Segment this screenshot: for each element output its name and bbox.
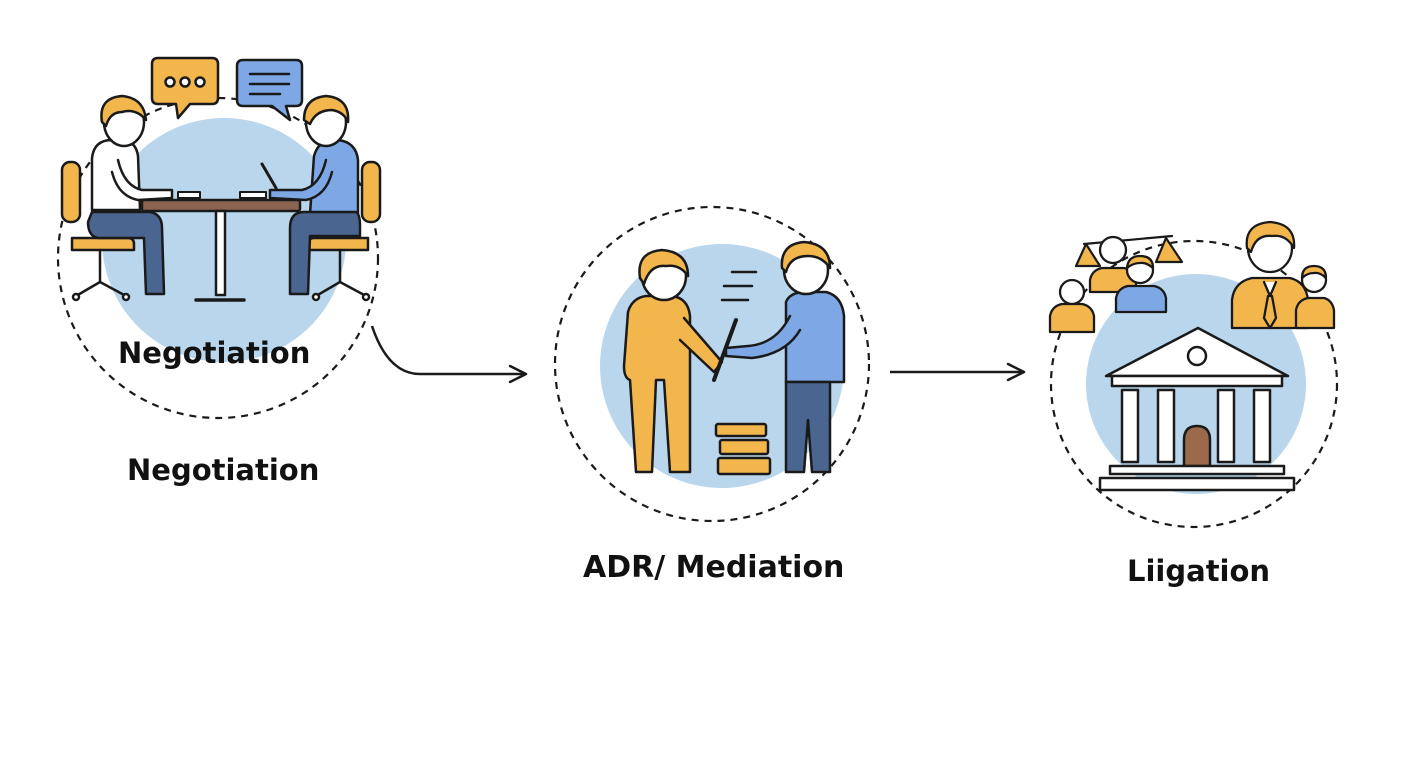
speech-bubble-lines-icon xyxy=(235,58,304,122)
negotiation-inner-label: Negotiation xyxy=(118,336,311,370)
adr-mediation-caption: ADR/ Mediation xyxy=(583,550,845,585)
adr-stage xyxy=(553,205,871,523)
person-small-3-icon xyxy=(1114,254,1168,314)
adr-dashed-ring xyxy=(553,205,871,523)
arrow-negotiation-to-adr xyxy=(370,325,528,384)
blue-mediator-icon xyxy=(724,240,846,474)
person-small-4-icon xyxy=(1294,264,1336,330)
mediation-handshake-icon xyxy=(622,240,846,476)
table-icon xyxy=(140,191,302,302)
litigation-stage xyxy=(1048,220,1339,529)
right-chair-icon xyxy=(306,160,382,302)
person-small-1-icon xyxy=(1048,278,1096,334)
person-large-icon xyxy=(1230,220,1310,330)
right-negotiator-icon xyxy=(260,94,362,296)
crowd-icon xyxy=(1048,220,1336,334)
door-icon xyxy=(1182,424,1212,468)
negotiation-caption: Negotiation xyxy=(127,453,320,487)
negotiation-table-icon xyxy=(60,56,382,302)
book-stack-icon xyxy=(714,422,772,476)
litigation-caption: Liigation xyxy=(1127,554,1271,588)
speech-bubble-dots-icon xyxy=(150,56,220,120)
courthouse-icon xyxy=(1098,326,1296,492)
negotiation-dashed-ring xyxy=(56,96,380,420)
litigation-dashed-ring xyxy=(1049,239,1339,529)
orange-mediator-icon xyxy=(622,248,724,474)
scales-of-justice-icon xyxy=(1074,234,1184,268)
negotiation-stage xyxy=(56,56,382,420)
left-negotiator-icon xyxy=(86,94,174,296)
